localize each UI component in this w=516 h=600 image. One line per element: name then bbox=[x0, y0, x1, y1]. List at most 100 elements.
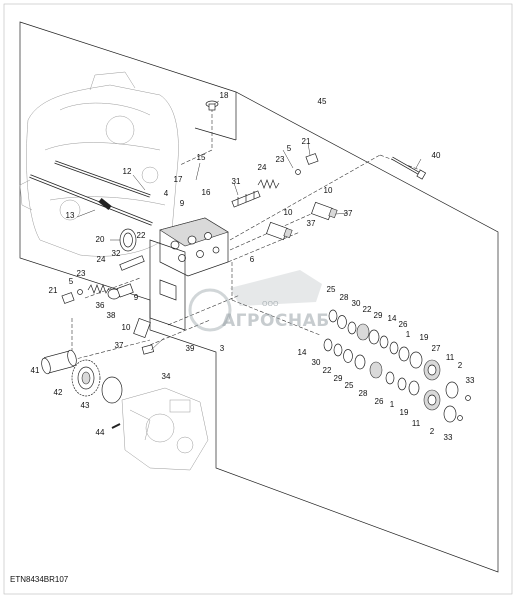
callout-38: 38 bbox=[107, 311, 116, 320]
callout-17: 17 bbox=[174, 175, 183, 184]
callout-20: 20 bbox=[96, 235, 105, 244]
watermark-prefix: ООО bbox=[262, 300, 279, 308]
valve-body-15 bbox=[159, 217, 229, 277]
callout-42: 42 bbox=[54, 388, 63, 397]
callout-22-upper: 22 bbox=[363, 305, 372, 314]
callout-4: 4 bbox=[164, 189, 169, 198]
filter-41 bbox=[41, 349, 77, 375]
callout-23-top: 23 bbox=[276, 155, 285, 164]
callout-11-upper: 11 bbox=[446, 353, 455, 362]
callout-37-middle: 37 bbox=[307, 219, 316, 228]
callout-21-left: 21 bbox=[49, 286, 58, 295]
callout-40: 40 bbox=[432, 151, 441, 160]
callout-9-lower: 9 bbox=[134, 293, 139, 302]
figure-code: ETN8434BR107 bbox=[10, 575, 69, 584]
group-outline-45 bbox=[19, 21, 499, 573]
callout-10-lower: 10 bbox=[122, 323, 131, 332]
callout-43: 43 bbox=[81, 401, 90, 410]
callout-labels: 18 45 15 12 17 16 9 4 13 20 22 32 24 5 2… bbox=[31, 91, 475, 442]
callout-27: 27 bbox=[432, 344, 441, 353]
callout-39: 39 bbox=[186, 344, 195, 353]
callout-14-lower: 14 bbox=[298, 348, 307, 357]
watermark: ООО АГРОСНАБ bbox=[188, 270, 330, 332]
callout-29-upper: 29 bbox=[374, 311, 383, 320]
separator-plate-39 bbox=[149, 239, 186, 331]
callout-45: 45 bbox=[318, 97, 327, 106]
callout-5-left: 5 bbox=[69, 277, 74, 286]
breather-18 bbox=[205, 100, 219, 111]
callout-28-lower: 28 bbox=[359, 389, 368, 398]
solenoid-10-lower bbox=[133, 317, 155, 355]
callout-10-middle: 10 bbox=[284, 208, 293, 217]
valve-38 bbox=[116, 283, 134, 298]
leader-lines bbox=[76, 100, 422, 351]
spool-32 bbox=[119, 255, 145, 271]
callout-1-lower: 1 bbox=[390, 400, 395, 409]
oring-5-top bbox=[295, 169, 301, 175]
ring-43 bbox=[101, 376, 123, 404]
callout-30-lower: 30 bbox=[312, 358, 321, 367]
callout-36: 36 bbox=[96, 301, 105, 310]
callout-5-top: 5 bbox=[287, 144, 292, 153]
transmission-housing-sketch bbox=[19, 71, 179, 257]
spool-31 bbox=[231, 190, 261, 208]
callout-22-lower: 22 bbox=[323, 366, 332, 375]
callout-6: 6 bbox=[250, 255, 255, 264]
callout-15: 15 bbox=[197, 153, 206, 162]
callout-34: 34 bbox=[162, 372, 171, 381]
callout-24-top: 24 bbox=[258, 163, 267, 172]
clutch-pack-upper bbox=[328, 309, 471, 401]
callout-25-upper: 25 bbox=[327, 285, 336, 294]
watermark-brand: АГРОСНАБ bbox=[222, 311, 330, 331]
bolt-44 bbox=[111, 423, 121, 429]
spring-24-top bbox=[257, 179, 280, 189]
spring-24-left bbox=[87, 284, 110, 294]
callout-19-lower: 19 bbox=[400, 408, 409, 417]
callout-37-lower: 37 bbox=[115, 341, 124, 350]
gear-42 bbox=[71, 359, 101, 397]
callout-23-left: 23 bbox=[77, 269, 86, 278]
callout-2-lower: 2 bbox=[430, 427, 435, 436]
callout-32: 32 bbox=[112, 249, 121, 258]
callout-11-lower: 11 bbox=[412, 419, 421, 428]
group-outline-step bbox=[194, 127, 237, 141]
callout-16: 16 bbox=[202, 188, 211, 197]
callout-28-upper: 28 bbox=[340, 293, 349, 302]
callout-44: 44 bbox=[96, 428, 105, 437]
callout-26-upper: 26 bbox=[399, 320, 408, 329]
pump-housing-sketch bbox=[121, 387, 209, 471]
callout-25-lower: 25 bbox=[345, 381, 354, 390]
callout-37-upper: 37 bbox=[344, 209, 353, 218]
callout-3: 3 bbox=[220, 344, 225, 353]
callout-26-lower: 26 bbox=[375, 397, 384, 406]
callout-13: 13 bbox=[66, 211, 75, 220]
bolt-40 bbox=[391, 156, 427, 180]
plug-21-top bbox=[305, 153, 319, 165]
plate-cutout bbox=[159, 279, 177, 301]
callout-24-left: 24 bbox=[97, 255, 106, 264]
oring-5-left bbox=[77, 289, 83, 295]
shaft-13 bbox=[29, 174, 153, 226]
callout-33-lower: 33 bbox=[444, 433, 453, 442]
callout-9-upper: 9 bbox=[180, 199, 185, 208]
plug-21-left bbox=[61, 292, 75, 304]
callout-30-upper: 30 bbox=[352, 299, 361, 308]
shaft-12 bbox=[54, 160, 151, 198]
clutch-pack-lower bbox=[323, 338, 463, 423]
solenoid-10-upper bbox=[311, 201, 338, 221]
solenoid-10-middle bbox=[266, 221, 293, 241]
callout-12: 12 bbox=[123, 167, 132, 176]
callout-14-upper: 14 bbox=[388, 314, 397, 323]
callout-31: 31 bbox=[232, 177, 241, 186]
callout-33-upper: 33 bbox=[466, 376, 475, 385]
callout-22-left: 22 bbox=[137, 231, 146, 240]
seal-20-inner bbox=[123, 232, 133, 248]
callout-21-top: 21 bbox=[302, 137, 311, 146]
callout-10-upper: 10 bbox=[324, 186, 333, 195]
drawing-frame bbox=[3, 3, 513, 595]
callout-2-upper: 2 bbox=[458, 361, 463, 370]
callout-29-lower: 29 bbox=[334, 374, 343, 383]
callout-18: 18 bbox=[220, 91, 229, 100]
callout-1-upper: 1 bbox=[406, 330, 411, 339]
